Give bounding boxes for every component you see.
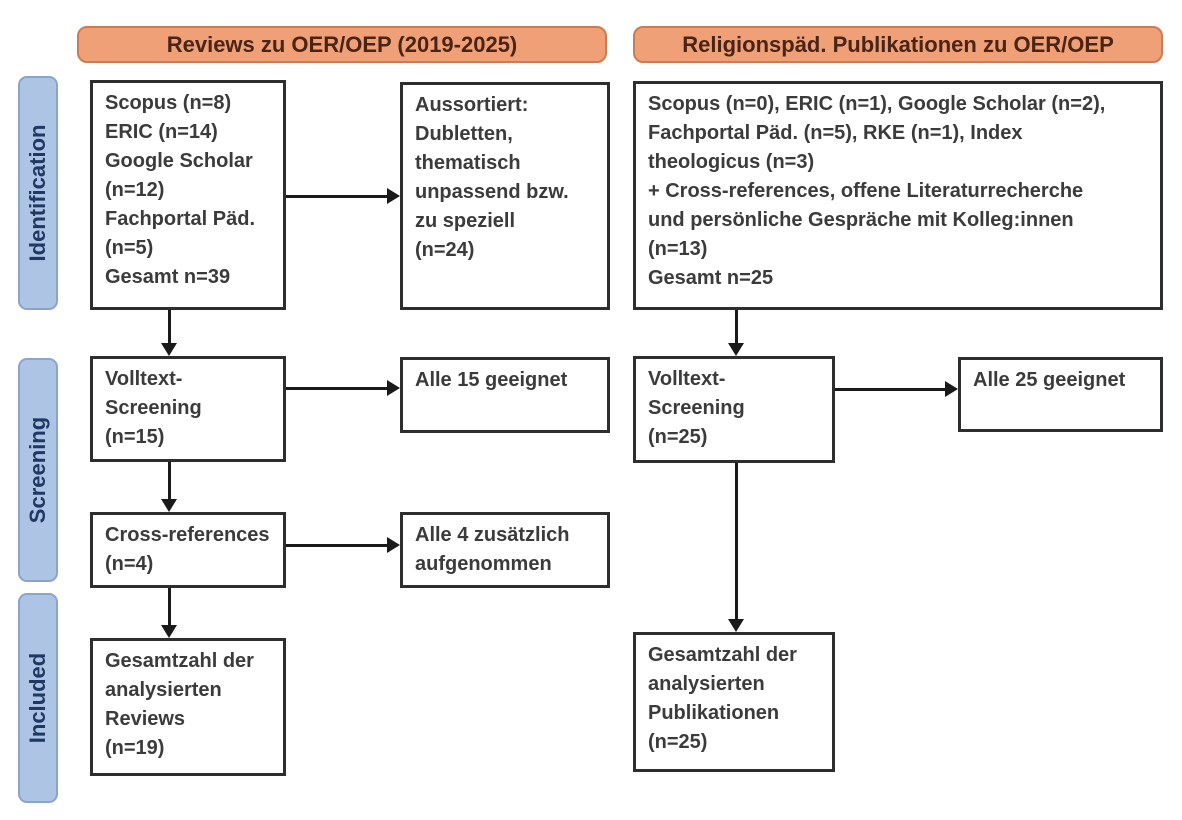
stage-identification-label: Identification [25,124,50,262]
box-fulltext-result-reviews-text: Alle 15 geeignet [415,369,568,391]
arrow-crossrefs-down [161,588,177,638]
arrow-sources-to-excluded [286,188,400,204]
box-sources-religionspaed: Scopus (n=0), ERIC (n=1), Google Scholar… [633,81,1163,310]
arrow-sources-down-right [728,310,744,356]
stage-identification: Identification [18,76,58,310]
box-cross-references: Cross-references(n=4) [90,512,286,588]
stage-included: Included [18,593,58,803]
box-sources-reviews-text: Scopus (n=8)ERIC (n=14)Google Scholar(n=… [105,92,256,288]
box-sources-religionspaed-text: Scopus (n=0), ERIC (n=1), Google Scholar… [648,93,1106,289]
stage-included-label: Included [25,652,50,744]
arrow-fulltext-to-result-right [835,381,958,397]
column-header-reviews: Reviews zu OER/OEP (2019-2025) [77,26,607,63]
box-fulltext-result-religionspaed-text: Alle 25 geeignet [973,369,1126,391]
arrow-fulltext-down-left [161,462,177,512]
arrow-sources-down-left [161,310,177,356]
stage-screening: Screening [18,358,58,582]
arrow-fulltext-down-right [728,463,744,632]
column-header-reviews-label: Reviews zu OER/OEP (2019-2025) [166,31,518,57]
box-cross-references-text: Cross-references(n=4) [105,524,270,575]
column-header-religionspaed-label: Religionspäd. Publikationen zu OER/OEP [682,31,1114,57]
box-fulltext-screening-religionspaed: Volltext-Screening(n=25) [633,356,835,463]
arrow-fulltext-to-result-left [286,380,400,396]
box-fulltext-screening-reviews: Volltext-Screening(n=15) [90,356,286,462]
stage-screening-label: Screening [25,416,50,524]
box-fulltext-result-religionspaed: Alle 25 geeignet [958,357,1163,432]
arrow-crossrefs-to-result [286,537,400,553]
column-header-religionspaed: Religionspäd. Publikationen zu OER/OEP [633,26,1163,63]
box-fulltext-result-reviews: Alle 15 geeignet [400,357,610,433]
box-fulltext-screening-reviews-text: Volltext-Screening(n=15) [105,368,202,448]
box-fulltext-screening-religionspaed-text: Volltext-Screening(n=25) [648,368,745,448]
box-sources-reviews: Scopus (n=8)ERIC (n=14)Google Scholar(n=… [90,80,286,310]
